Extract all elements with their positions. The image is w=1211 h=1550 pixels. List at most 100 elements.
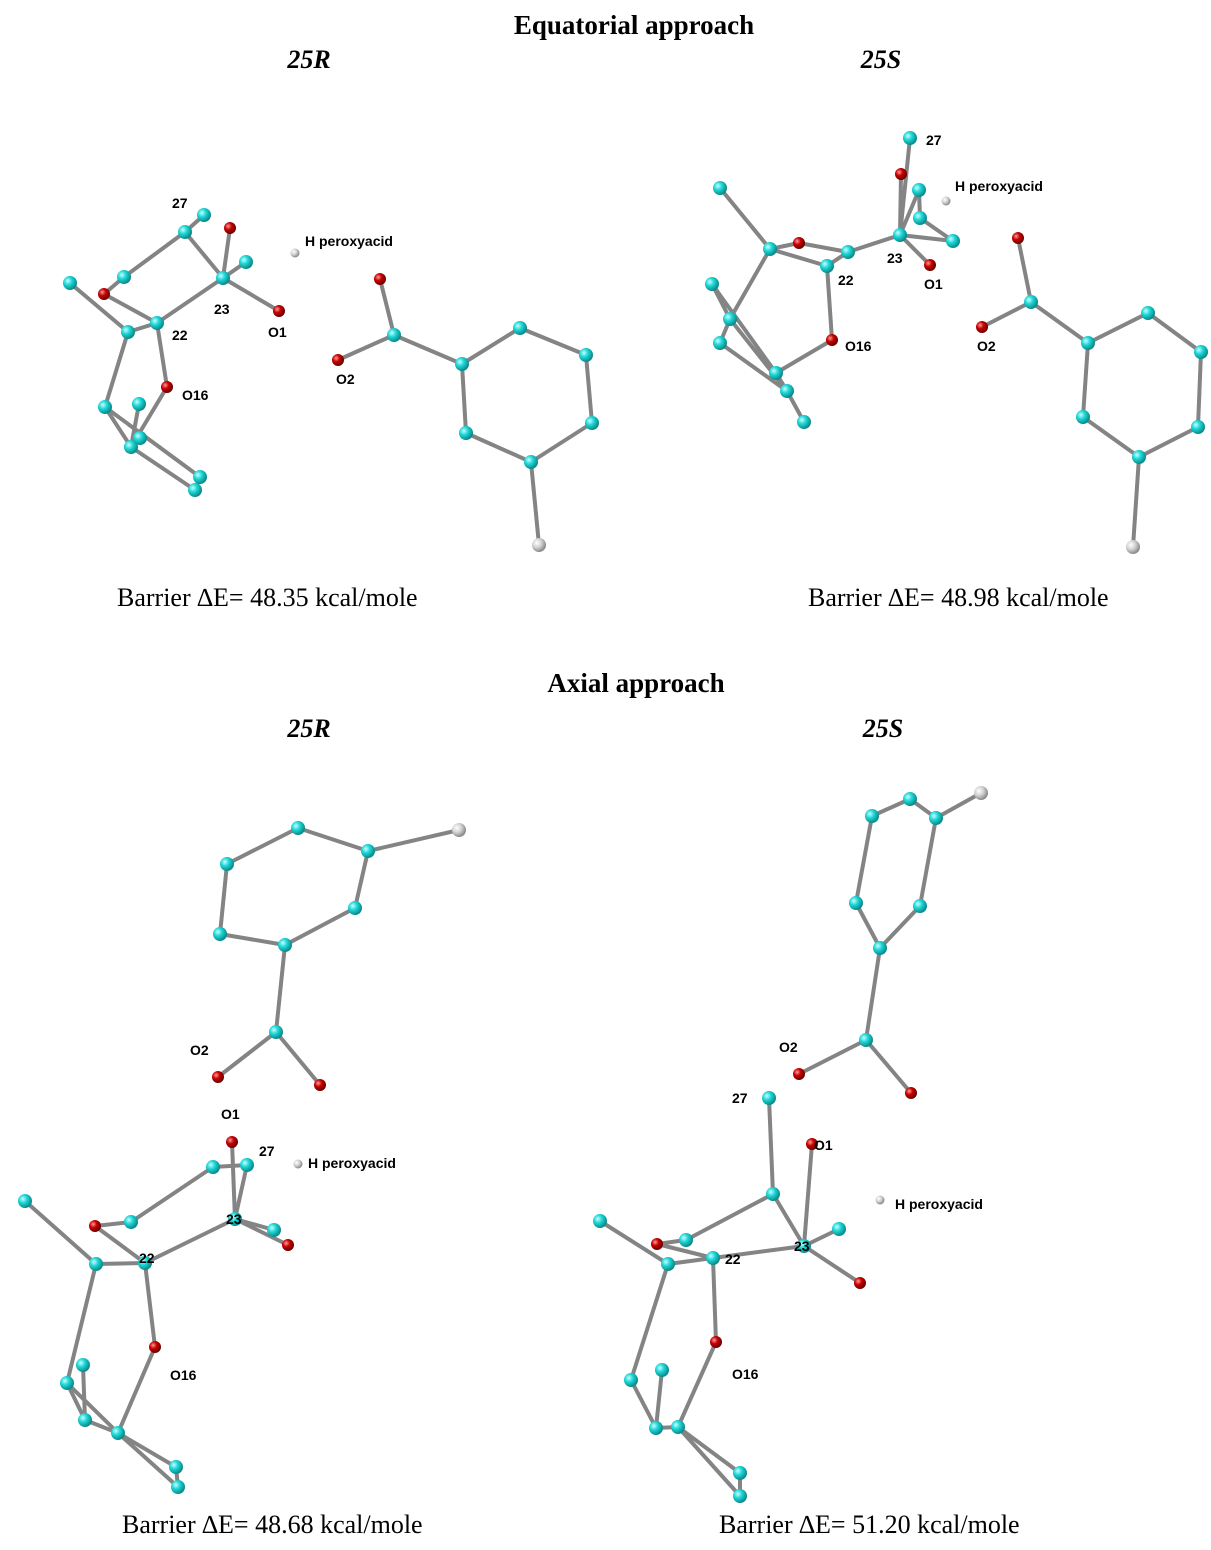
bond — [771, 1192, 806, 1248]
carbon-atom — [239, 255, 253, 269]
bond — [774, 338, 834, 375]
conformer-label-ax-25s: 25S — [862, 714, 904, 743]
carbon-atom — [124, 440, 138, 454]
bond — [155, 321, 169, 389]
carbon-atom — [76, 1358, 90, 1372]
carbon-atom — [733, 1466, 747, 1480]
oxygen-atom — [273, 305, 285, 317]
bond — [274, 1030, 322, 1087]
carbon-atom — [859, 1033, 873, 1047]
barrier-eq-25s: Barrier ∆E= 48.98 kcal/mole — [808, 583, 1109, 612]
atom-label-h: H peroxyacid — [308, 1155, 396, 1171]
bond — [116, 1345, 157, 1435]
hydrogen-atom — [1126, 540, 1140, 554]
carbon-atom — [1024, 295, 1038, 309]
oxygen-atom — [98, 288, 110, 300]
bond — [676, 1425, 742, 1475]
oxygen-atom — [710, 1336, 722, 1348]
conformer-label-eq-25s: 25S — [860, 45, 902, 74]
bond — [802, 1142, 814, 1248]
bond — [122, 230, 187, 279]
atom-labels-layer: 27 23 22 O1 O2 O16 H peroxyacid 27 H per… — [139, 132, 1043, 1383]
bond — [710, 282, 778, 375]
oxygen-atom — [793, 1068, 805, 1080]
carbon-atom — [661, 1257, 675, 1271]
bond — [518, 326, 588, 357]
carbon-atom — [705, 277, 719, 291]
bond — [854, 814, 874, 905]
carbon-atom — [797, 1239, 811, 1253]
oxygen-atom — [806, 1138, 818, 1150]
carbon-atom — [193, 470, 207, 484]
bond — [116, 1431, 180, 1489]
bond — [854, 901, 882, 950]
carbon-atom — [1191, 420, 1205, 434]
carbon-atom — [278, 938, 292, 952]
oxygen-atom — [924, 259, 936, 271]
bond — [898, 188, 921, 237]
carbon-atom — [348, 901, 362, 915]
bond — [529, 460, 541, 547]
bond — [1196, 350, 1203, 429]
carbon-atom — [89, 1257, 103, 1271]
carbon-atom — [929, 811, 943, 825]
carbon-atom — [188, 483, 202, 497]
carbon-atom — [733, 1489, 747, 1503]
oxygen-atom — [854, 1277, 866, 1289]
oxygen-atom — [161, 381, 173, 393]
bond — [797, 1038, 868, 1076]
bond — [225, 826, 300, 866]
conformer-label-ax-25r: 25R — [287, 714, 331, 743]
carbon-atom — [138, 1256, 152, 1270]
bond — [460, 362, 468, 435]
section-title-equatorial: Equatorial approach — [513, 10, 755, 40]
oxygen-atom — [89, 1220, 101, 1232]
bond — [296, 826, 370, 853]
carbon-atom — [655, 1363, 669, 1377]
carbon-atom — [387, 328, 401, 342]
oxygen-atom — [793, 237, 805, 249]
bond — [1081, 415, 1141, 459]
carbon-atom — [893, 228, 907, 242]
bond — [1131, 455, 1141, 549]
bond — [655, 1242, 715, 1260]
atoms-layer — [18, 131, 1208, 1503]
carbon-atom — [713, 181, 727, 195]
carbon-atom — [133, 431, 147, 445]
atom-label-27: 27 — [732, 1090, 748, 1106]
bond — [81, 1363, 87, 1422]
conformer-label-eq-25r: 25R — [287, 45, 331, 74]
carbon-atom — [913, 211, 927, 225]
barrier-ax-25r: Barrier ∆E= 48.68 kcal/mole — [122, 1510, 423, 1539]
carbon-atom — [228, 1212, 242, 1226]
atom-label-o16: O16 — [845, 338, 872, 354]
bond — [274, 943, 287, 1034]
bond — [183, 230, 225, 280]
bond — [878, 904, 922, 950]
bond — [898, 233, 955, 243]
carbon-atom — [873, 941, 887, 955]
atom-label-23: 23 — [794, 1238, 810, 1254]
bond — [864, 1038, 913, 1095]
bond — [221, 226, 232, 280]
carbon-atom — [820, 259, 834, 273]
bond — [392, 333, 464, 366]
bond — [676, 1425, 742, 1498]
bond — [797, 241, 850, 254]
carbon-atom — [841, 245, 855, 259]
section-title-axial: Axial approach — [547, 668, 725, 698]
carbon-atom — [60, 1376, 74, 1390]
carbon-atom — [171, 1480, 185, 1494]
bond — [718, 341, 789, 393]
carbon-atom — [946, 234, 960, 248]
atom-label-22: 22 — [139, 1250, 155, 1266]
bond — [129, 445, 197, 492]
bond — [116, 1431, 178, 1469]
carbon-atom — [513, 321, 527, 335]
carbon-atom — [832, 1222, 846, 1236]
carbon-atom — [769, 366, 783, 380]
bond — [230, 1140, 237, 1221]
carbon-atom — [706, 1251, 720, 1265]
bond — [1137, 425, 1200, 459]
bond — [768, 247, 829, 268]
